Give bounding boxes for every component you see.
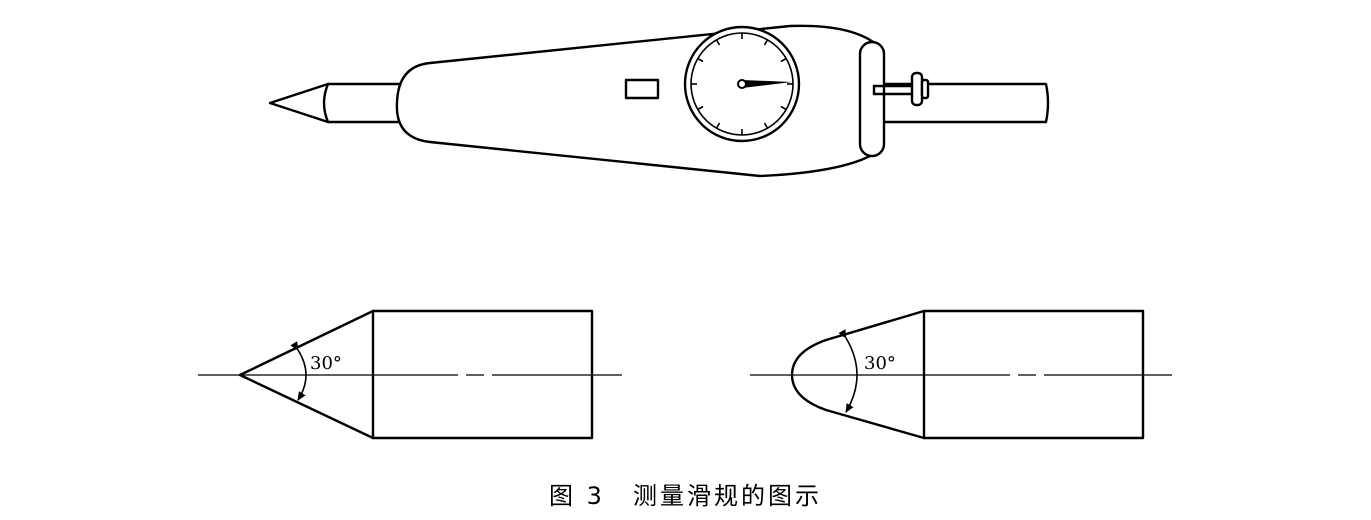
gauge-window [624, 78, 660, 100]
gauge-shaft [322, 82, 404, 124]
rounded-probe: 30° [750, 309, 1172, 440]
dial-needle [742, 80, 792, 88]
gauge-body [395, 24, 882, 178]
dial-tick [780, 105, 787, 111]
dial-tick [780, 57, 787, 63]
slide-gauge-instrument [268, 24, 1050, 178]
dial-pivot [737, 79, 747, 89]
push-button [872, 71, 930, 107]
dial-tick [763, 39, 769, 46]
probe-cone-right [790, 309, 926, 440]
probe-cone-left [238, 309, 375, 440]
angle-label-left: 30° [310, 353, 342, 374]
angle-arc-right [838, 329, 858, 413]
dial-ticks [691, 33, 793, 135]
gauge-cable [876, 82, 1050, 124]
dial-tick [715, 39, 721, 46]
dial-tick [697, 105, 704, 111]
probe-cylinder-right [922, 309, 1145, 440]
figure-label: 图 3 [549, 482, 605, 510]
pointed-probe: 30° [198, 309, 622, 440]
figure-title: 测量滑规的图示 [632, 482, 822, 510]
dial-tick [763, 122, 769, 129]
gauge-tip [268, 82, 330, 124]
dial-tick [715, 122, 721, 129]
dial-tick [697, 57, 704, 63]
angle-arc-left [290, 341, 307, 401]
probe-cylinder-left [371, 309, 594, 440]
gauge-end-cap [858, 40, 886, 158]
figure-caption: 图 3 测量滑规的图示 [0, 476, 1371, 511]
dial-gauge [683, 25, 801, 143]
angle-label-right: 30° [864, 353, 896, 374]
